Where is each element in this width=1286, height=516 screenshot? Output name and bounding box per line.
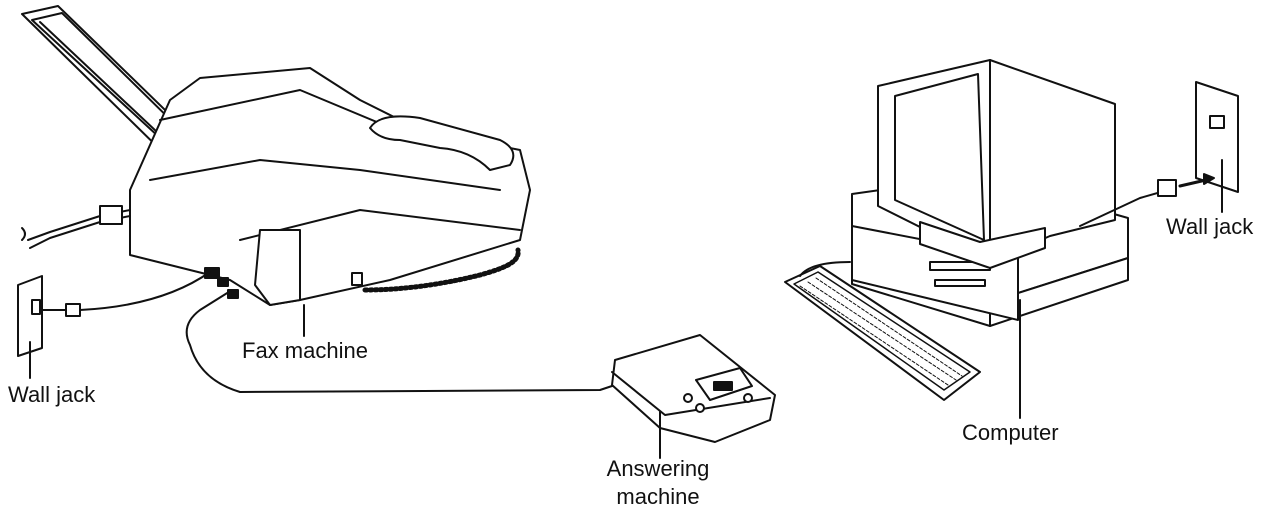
computer-illustration xyxy=(785,60,1176,400)
answering-machine-label-line2: machine xyxy=(594,484,722,510)
right-wall-jack xyxy=(1180,82,1238,192)
wall-jack-left-label: Wall jack xyxy=(8,382,95,408)
answering-machine-label-line1: Answering xyxy=(594,456,722,482)
answering-machine-illustration xyxy=(612,335,775,442)
left-wall-jack xyxy=(18,272,210,356)
wall-jack-right-label: Wall jack xyxy=(1166,214,1253,240)
fax-machine-illustration xyxy=(22,6,530,305)
fax-machine-label: Fax machine xyxy=(242,338,368,364)
computer-label: Computer xyxy=(962,420,1059,446)
